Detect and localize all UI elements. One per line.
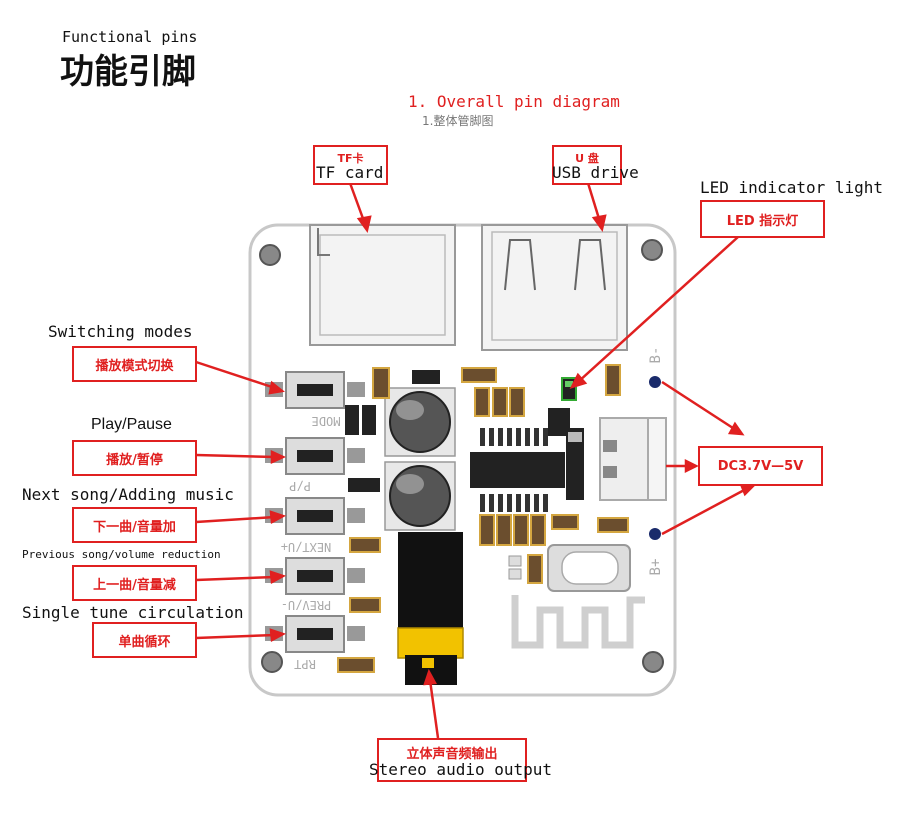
mount-hole-br: [642, 651, 664, 673]
button-rpt: [265, 615, 365, 653]
label-led-en: LED indicator light: [700, 178, 884, 197]
label-audio-cn: 立体声音频输出: [377, 738, 527, 782]
ic-chip: [470, 428, 565, 512]
mount-hole-tr: [641, 239, 663, 261]
power-connector: [599, 417, 667, 501]
label-rpt-cn: 单曲循环: [92, 622, 197, 658]
label-dc: DC3.7V—5V: [698, 446, 823, 486]
arrow-dc-top: [661, 380, 737, 432]
label-prev-en: Previous song/volume reduction: [22, 548, 221, 561]
arrow-play: [195, 453, 276, 459]
antenna: [511, 595, 645, 649]
silk-bminus: B-: [648, 347, 664, 364]
arrow-audio: [428, 679, 440, 739]
arrow-usb: [586, 182, 602, 223]
arrow-led: [577, 236, 739, 383]
silk-mode: MODE: [312, 414, 341, 428]
label-next-cn: 下一曲/音量加: [72, 507, 197, 543]
mount-hole-tl: [259, 244, 281, 266]
label-usb-en: USB drive: [552, 163, 639, 182]
label-tf-cn: TF卡: [313, 145, 388, 185]
button-next: [265, 497, 365, 535]
label-prev-cn: 上一曲/音量减: [72, 565, 197, 601]
mount-hole-bl: [261, 651, 283, 673]
capacitor-2: [384, 461, 456, 531]
header-title-cn: 功能引脚: [60, 52, 196, 92]
label-next-en: Next song/Adding music: [22, 485, 234, 504]
crystal: [547, 544, 631, 592]
header-title-en: Functional pins: [62, 28, 198, 46]
arrow-prev: [195, 575, 276, 582]
silk-next: NEXT/U+: [281, 540, 332, 554]
label-usb-cn: U 盘: [552, 145, 622, 185]
audio-jack: [397, 532, 464, 685]
arrow-rpt: [195, 633, 276, 640]
label-play-cn: 播放/暂停: [72, 440, 197, 476]
arrow-mode: [195, 360, 276, 390]
capacitor-1: [384, 387, 456, 457]
label-mode-cn: 播放模式切换: [72, 346, 197, 382]
label-tf-en: TF card: [316, 163, 384, 182]
silk-prev: PREV/U-: [281, 598, 332, 612]
tf-slot: [309, 224, 456, 346]
section-title-en: 1. Overall pin diagram: [408, 92, 620, 111]
label-play-en: Play/Pause: [91, 416, 172, 433]
silk-bplus: B+: [648, 559, 664, 576]
label-rpt-en: Single tune circulation: [22, 603, 244, 622]
label-led-cn: LED 指示灯: [700, 200, 825, 238]
button-mode: [265, 371, 365, 409]
arrow-dc-bot: [661, 486, 749, 536]
silk-pp: P/P: [289, 479, 311, 493]
label-audio-en: Stereo audio output: [369, 760, 553, 779]
silk-rpt: RPT: [294, 657, 316, 671]
arrow-next: [195, 515, 276, 524]
pad-bminus: [649, 376, 661, 388]
pad-bplus: [649, 528, 661, 540]
section-title-cn: 1.整体管脚图: [422, 114, 494, 128]
label-mode-en: Switching modes: [48, 322, 193, 341]
